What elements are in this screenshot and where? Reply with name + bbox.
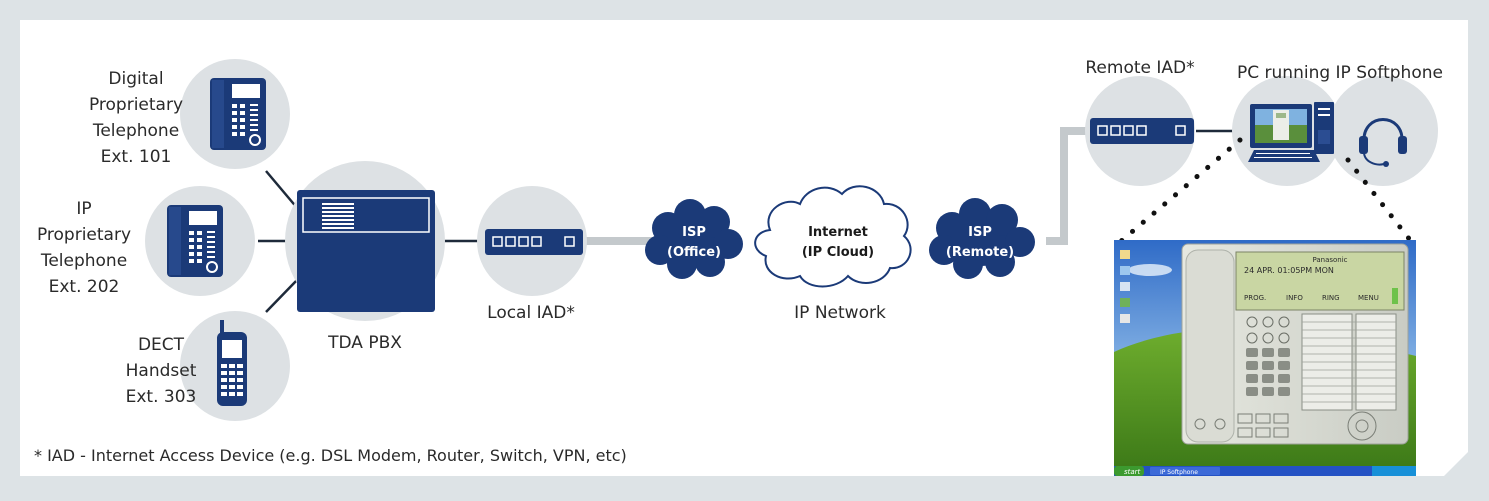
- label-pc: PC running IP Softphone: [1237, 63, 1443, 83]
- internet-cloud: [754, 185, 912, 288]
- softkey-info: INFO: [1286, 294, 1303, 302]
- isp-office-label-1: ISP: [682, 225, 706, 240]
- softphone-dialpad: [1246, 348, 1290, 396]
- headset-icon: [1362, 118, 1404, 143]
- wan-links: [585, 127, 1090, 245]
- pc-icon: [1248, 102, 1334, 162]
- ip-telephone-icon: [167, 205, 223, 277]
- label-line: Handset: [125, 361, 197, 381]
- softkey-ring: RING: [1322, 294, 1340, 302]
- label-ip-network: IP Network: [794, 303, 886, 323]
- label-line: Ext. 303: [125, 387, 197, 407]
- isp-office-cloud: [645, 199, 743, 279]
- dect-handset-icon: [217, 320, 247, 406]
- footnote: * IAD - Internet Access Device (e.g. DSL…: [34, 446, 627, 465]
- softphone-bottom-controls: [1194, 411, 1377, 441]
- isp-remote-label-1: ISP: [968, 225, 992, 240]
- label-line: Proprietary: [36, 225, 132, 245]
- label-digital-phone: Digital Proprietary Telephone Ext. 101: [86, 66, 186, 170]
- internet-label-1: Internet: [808, 225, 868, 240]
- softkey-menu: MENU: [1358, 294, 1379, 302]
- label-local-iad: Local IAD*: [487, 303, 575, 323]
- label-line: IP: [76, 199, 92, 219]
- softphone-dss-lines: [1302, 321, 1396, 403]
- label-line: Telephone: [40, 251, 128, 271]
- label-line: Digital: [108, 69, 164, 89]
- desktop-icons: [1120, 250, 1130, 323]
- taskbar-start: start: [1124, 468, 1141, 476]
- remote-iad-icon: [1090, 118, 1194, 144]
- headset-earpieces: [1359, 136, 1407, 167]
- softkey-prog: PROG.: [1244, 294, 1266, 302]
- pbx-icon: [297, 190, 435, 312]
- label-pbx: TDA PBX: [328, 333, 402, 353]
- label-line: Telephone: [92, 121, 180, 141]
- label-line: Proprietary: [88, 95, 184, 115]
- label-remote-iad: Remote IAD*: [1085, 58, 1195, 78]
- taskbar-item: IP Softphone: [1160, 469, 1198, 476]
- softphone-display-line: 24 APR. 01:05PM MON: [1244, 266, 1334, 275]
- label-dect: DECT Handset Ext. 303: [116, 332, 206, 410]
- softphone-brand: Panasonic: [1312, 256, 1347, 264]
- label-ip-phone: IP Proprietary Telephone Ext. 202: [34, 196, 134, 300]
- label-line: DECT: [137, 335, 185, 355]
- isp-remote-cloud: [929, 198, 1035, 279]
- local-iad-icon: [485, 229, 583, 255]
- label-line: Ext. 101: [100, 147, 172, 167]
- label-line: Ext. 202: [48, 277, 120, 297]
- zoom-dotted-lines: [1117, 137, 1413, 245]
- isp-remote-label-2: (Remote): [946, 245, 1014, 260]
- isp-office-label-2: (Office): [667, 245, 721, 260]
- softphone-nav-buttons: [1246, 316, 1290, 344]
- digital-telephone-icon: [210, 78, 266, 150]
- circle-headset: [1328, 76, 1438, 186]
- internet-label-2: (IP Cloud): [802, 245, 874, 260]
- softphone-screenshot: Panasonic 24 APR. 01:05PM MON PROG. INFO…: [1114, 240, 1416, 476]
